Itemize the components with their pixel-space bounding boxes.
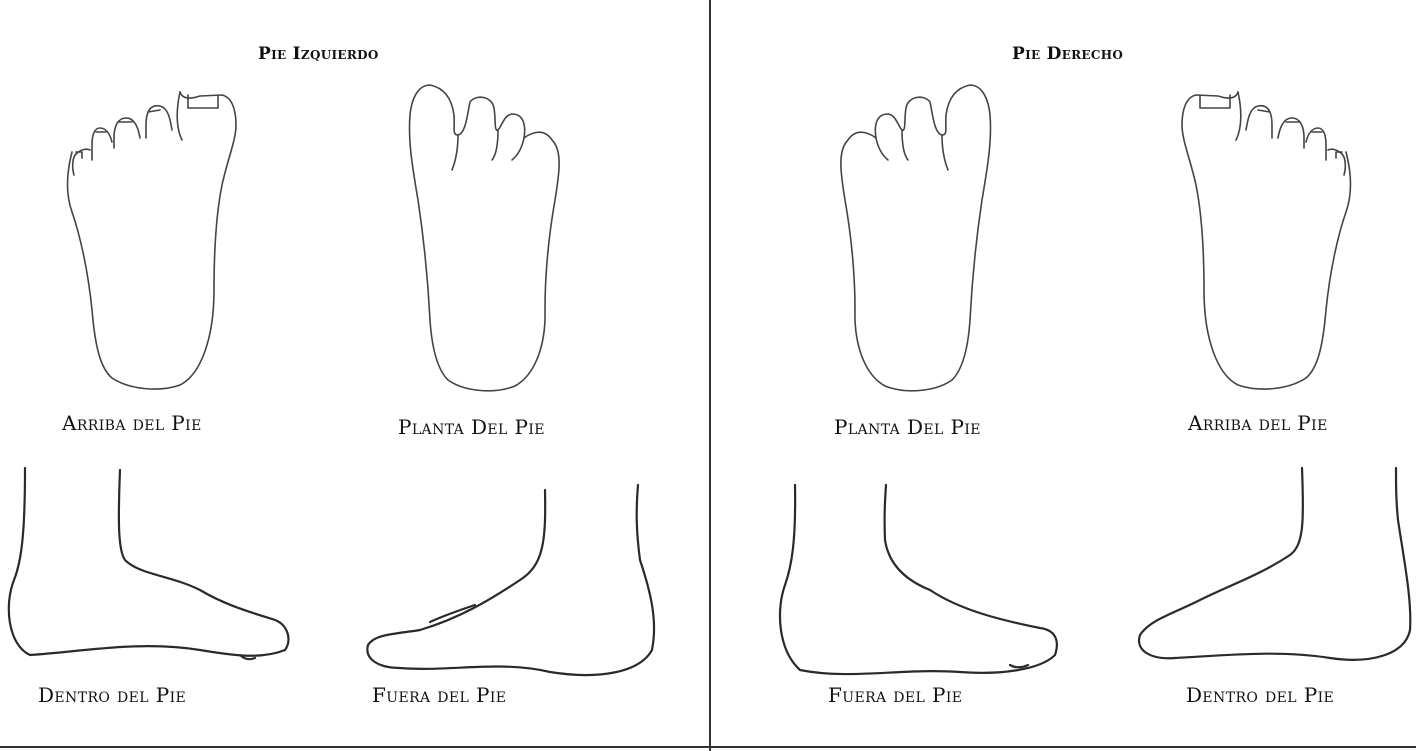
right-inside-label: Dentro del Pie <box>1186 683 1334 707</box>
right-outside-label: Fuera del Pie <box>828 683 962 707</box>
